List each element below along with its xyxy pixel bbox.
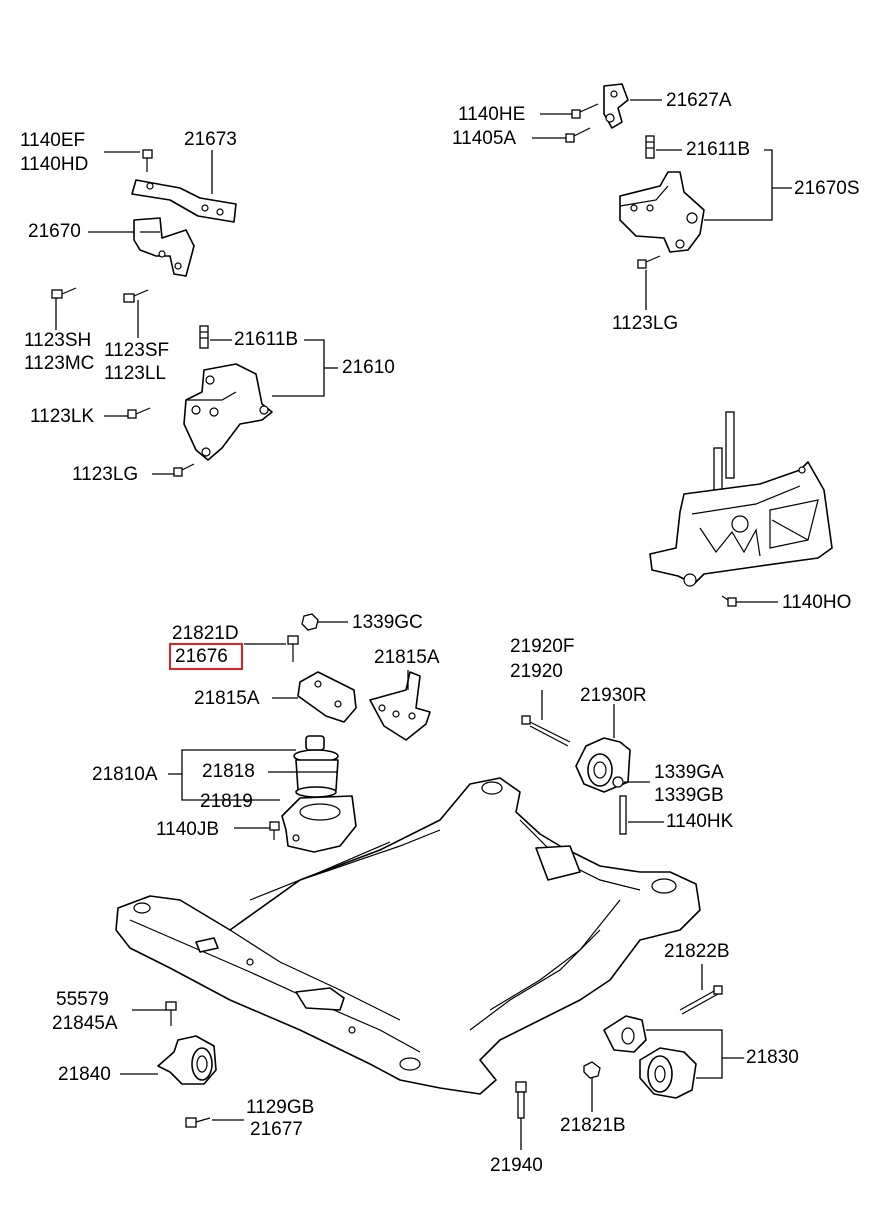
label-1123LG-right: 1123LG — [612, 313, 679, 334]
label-1123LK: 1123LK — [30, 406, 95, 427]
label-1339GB: 1339GB — [654, 785, 724, 806]
bolt-11405A — [532, 127, 591, 143]
label-1140HE: 1140HE — [458, 104, 526, 125]
label-21611B-left: 21611B — [234, 329, 299, 350]
bolt-1123SF — [123, 289, 149, 338]
bushing-21830-lower — [639, 1047, 697, 1099]
label-11405A: 11405A — [452, 128, 517, 149]
bracket-21815A-right — [369, 670, 431, 741]
label-21821B: 21821B — [560, 1115, 626, 1136]
stud-21611B-left — [199, 325, 209, 349]
mount-21840 — [120, 1035, 217, 1085]
label-1339GC: 1339GC — [352, 612, 423, 633]
bolt-21920 — [521, 690, 571, 747]
label-55579: 55579 — [56, 989, 109, 1010]
bracket-21673 — [131, 179, 237, 223]
label-1123MC: 1123MC — [24, 353, 95, 374]
nut-1339GC — [301, 613, 348, 631]
bolt-1140EF — [142, 149, 153, 172]
insulator-21818 — [293, 735, 339, 798]
bolt-1140HK — [619, 795, 664, 835]
label-21610: 21610 — [342, 357, 395, 378]
label-1123SF: 1123SF — [104, 340, 170, 361]
label-21819: 21819 — [200, 791, 253, 812]
label-21815A-left: 21815A — [194, 688, 260, 709]
label-21810A: 21810A — [92, 764, 158, 785]
label-21815A-right: 21815A — [374, 647, 440, 668]
bolt-21822B — [679, 964, 723, 1015]
bolt-1129GB — [185, 1117, 244, 1128]
label-21676: 21676 — [175, 646, 228, 667]
bolt-1140JB — [234, 821, 280, 840]
label-1129GB: 1129GB — [246, 1097, 315, 1118]
leader-21810A — [168, 749, 296, 775]
bracket-1140HO-assembly — [649, 411, 833, 587]
label-21845A: 21845A — [52, 1013, 118, 1034]
label-1339GA: 1339GA — [654, 762, 724, 783]
bolt-1123LG-right — [637, 255, 661, 310]
label-21611B-right: 21611B — [686, 139, 751, 160]
leader-21670S — [704, 149, 773, 221]
label-21930R: 21930R — [580, 685, 647, 706]
label-21920F: 21920F — [510, 636, 575, 657]
label-21673: 21673 — [184, 129, 237, 150]
bolt-21676 — [244, 635, 299, 662]
label-21670: 21670 — [28, 221, 81, 242]
bolt-55579 — [132, 1001, 177, 1026]
label-1140EF: 1140EF — [20, 130, 86, 151]
label-1140HD: 1140HD — [20, 154, 89, 175]
label-1123LL: 1123LL — [104, 363, 166, 384]
label-21830: 21830 — [746, 1047, 799, 1068]
nut-21821B — [583, 1061, 601, 1112]
bolt-1140HE — [540, 103, 599, 119]
label-21822B: 21822B — [664, 941, 730, 962]
label-21670S: 21670S — [794, 178, 860, 199]
label-1123LG-left: 1123LG — [72, 464, 139, 485]
highlight-box — [169, 643, 243, 670]
label-21677: 21677 — [250, 1119, 303, 1140]
label-21940: 21940 — [490, 1155, 543, 1176]
label-21627A: 21627A — [666, 90, 732, 111]
label-1123SH: 1123SH — [24, 330, 92, 351]
bolt-1123LG-left — [152, 463, 195, 477]
bracket-21830-upper — [603, 1015, 647, 1053]
label-21920: 21920 — [510, 661, 563, 682]
bolt-1140HO — [721, 595, 778, 607]
bolt-1123LK — [104, 407, 151, 419]
label-21840: 21840 — [58, 1064, 111, 1085]
label-21818: 21818 — [202, 761, 255, 782]
label-1140HK: 1140HK — [666, 811, 734, 832]
bracket-21815A-left — [272, 671, 357, 723]
crossmember — [115, 777, 701, 1095]
label-1140JB: 1140JB — [156, 819, 220, 840]
bolt-1123SH — [51, 287, 77, 330]
nut-1339GA — [612, 776, 650, 788]
bracket-21819 — [281, 795, 357, 853]
mount-21610 — [183, 363, 273, 461]
stud-21611B-right — [645, 135, 682, 159]
label-1140HO: 1140HO — [782, 592, 852, 613]
mount-21670S — [619, 171, 705, 253]
bolt-21940 — [515, 1081, 527, 1150]
label-21821D: 21821D — [172, 623, 239, 644]
mount-21670 — [133, 217, 195, 277]
leader-21830 — [646, 1029, 723, 1079]
bracket-21627A — [603, 83, 629, 129]
